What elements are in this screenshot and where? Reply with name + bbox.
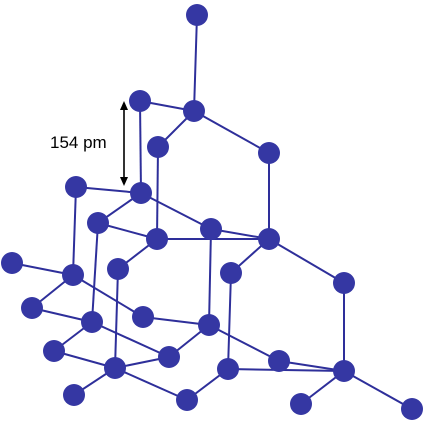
arrow-head-down	[120, 177, 128, 186]
carbon-atom	[176, 389, 198, 411]
bond-line	[142, 316, 210, 326]
carbon-atom	[81, 311, 103, 333]
carbon-atom	[107, 258, 129, 280]
carbon-atom	[129, 90, 151, 112]
bond-line	[268, 238, 345, 284]
carbon-atom	[333, 360, 355, 382]
bond-line	[114, 367, 188, 401]
bond-line	[72, 186, 77, 276]
bond-line	[208, 228, 212, 326]
bond-line	[227, 272, 232, 370]
bond-line	[114, 268, 119, 369]
carbon-atom	[183, 100, 205, 122]
carbon-atom	[147, 136, 169, 158]
bonds-group	[11, 14, 413, 410]
carbon-atom	[63, 384, 85, 406]
arrow-head-up	[120, 101, 128, 110]
carbon-atom	[290, 393, 312, 415]
bond-line	[208, 324, 280, 362]
carbon-atom	[217, 358, 239, 380]
carbon-atom	[62, 264, 84, 286]
bond-line	[227, 368, 345, 372]
carbon-atom	[65, 176, 87, 198]
carbon-atom	[21, 297, 43, 319]
bond-line	[193, 110, 270, 154]
carbon-atom	[258, 142, 280, 164]
carbon-atom	[43, 340, 65, 362]
carbon-atom	[333, 272, 355, 294]
carbon-atom	[158, 346, 180, 368]
carbon-atom	[146, 228, 168, 250]
carbon-atom	[87, 212, 109, 234]
carbon-atom	[132, 306, 154, 328]
bond-line	[91, 222, 99, 323]
carbon-atom	[401, 398, 423, 420]
carbon-atom	[200, 218, 222, 240]
carbon-atom	[220, 262, 242, 284]
bond-length-arrow	[120, 101, 128, 186]
carbon-atom	[130, 182, 152, 204]
carbon-atom	[268, 350, 290, 372]
bond-line	[72, 274, 144, 318]
bond-line	[139, 100, 142, 194]
carbon-atom	[198, 314, 220, 336]
bond-line	[91, 321, 170, 358]
bond-line	[140, 192, 212, 230]
carbon-atom	[104, 357, 126, 379]
carbon-atom	[1, 252, 23, 274]
bond-line	[343, 370, 413, 410]
atoms-group	[1, 4, 423, 420]
bond-line	[156, 146, 159, 240]
bond-length-label: 154 pm	[50, 133, 107, 152]
carbon-atom	[258, 228, 280, 250]
carbon-atom	[186, 4, 208, 26]
bond-line	[193, 14, 198, 112]
